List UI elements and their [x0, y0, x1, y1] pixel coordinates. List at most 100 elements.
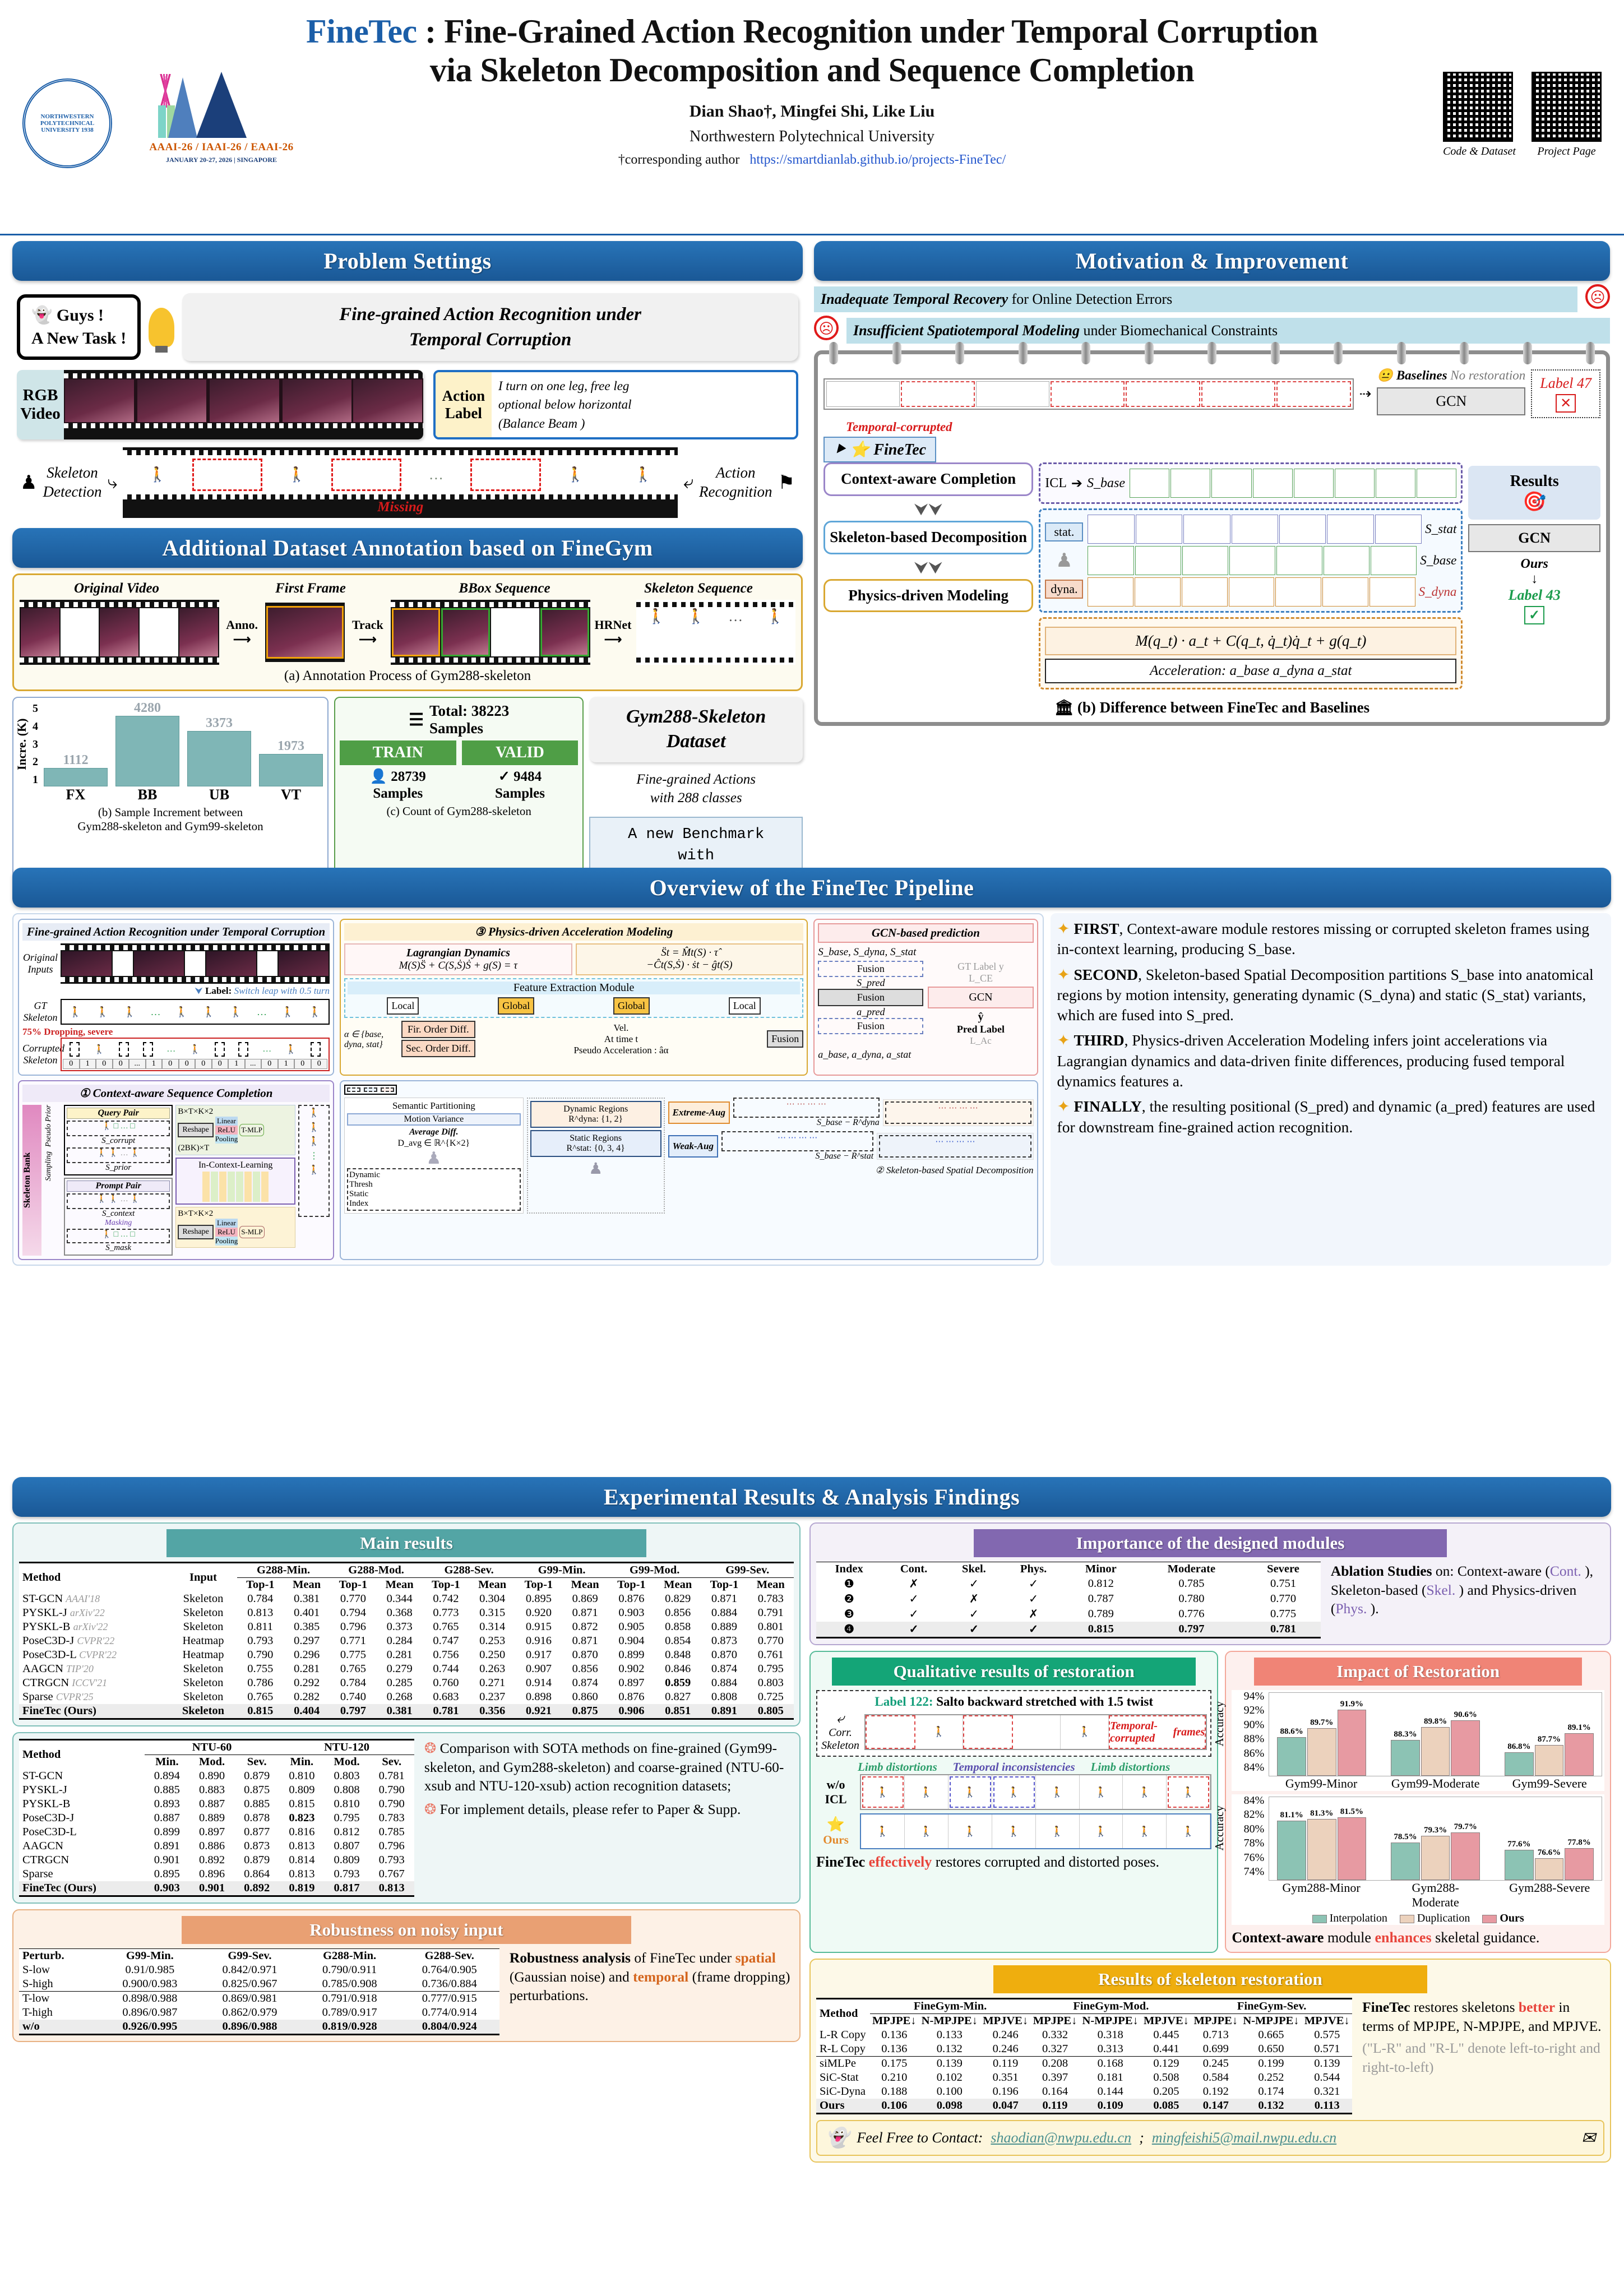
cell-value: 0.901 — [154, 1854, 180, 1866]
contact-email-1[interactable]: shaodian@nwpu.edu.cn — [991, 2130, 1132, 2146]
cell-value: 0.790 — [247, 1649, 274, 1661]
cell-value: 0.085 — [1141, 2099, 1192, 2114]
cell-value: 0.920 — [525, 1607, 552, 1619]
cell-value: 0.889 — [198, 1812, 225, 1824]
s-dyna-label: S_dyna — [1418, 585, 1457, 599]
cell-value: 0.210 — [881, 2071, 908, 2084]
pipeline-banner: Overview of the FineTec Pipeline — [12, 868, 1611, 908]
impact-caption-mid: module — [1324, 1929, 1375, 1946]
cell-value: 0.902 — [618, 1663, 645, 1675]
cell-value: 0.871 — [572, 1635, 598, 1647]
bar-value-label: 79.7% — [1454, 1822, 1477, 1831]
target-icon: 🎯 — [1523, 492, 1547, 512]
finetec-diagram-row: Context-aware Completion ⮟⮟ Skeleton-bas… — [823, 462, 1600, 694]
masking-label: Masking — [105, 1219, 132, 1227]
cell-value: 0.809 — [334, 1854, 360, 1866]
cell-value: 0.119 — [1030, 2099, 1080, 2114]
cell-input: Skeleton — [183, 1593, 224, 1605]
envelope-icon: ✉ — [1581, 2128, 1595, 2147]
cell-value: 0.136 — [881, 2029, 908, 2041]
restoration-table: Method FineGym-Min. FineGym-Mod. FineGym… — [816, 1998, 1353, 2114]
cell-value: 0.196 — [992, 2085, 1019, 2098]
vel-label: Vel. — [613, 1022, 629, 1033]
pipeline-input-panel: Fine-grained Action Recognition under Te… — [18, 919, 335, 1076]
arrow-curve-up-icon: ⤶ — [683, 472, 694, 493]
cell-value: 0.860 — [572, 1691, 598, 1703]
ytick: 84% — [1243, 1761, 1265, 1774]
stage1-title: ① Context-aware Sequence Completion — [22, 1085, 330, 1102]
qr-caption: Code & Dataset — [1443, 145, 1516, 158]
limb-distortions-left: Limb distortions — [858, 1760, 937, 1774]
project-url-link[interactable]: https://smartdianlab.github.io/projects-… — [749, 152, 1006, 167]
bar: 79.3% — [1421, 1826, 1450, 1880]
bar-value-label: 77.6% — [1507, 1840, 1531, 1849]
star-icon: ✦ — [1057, 965, 1070, 983]
cell-cont: ✗ — [909, 1578, 919, 1590]
cell-severe: 0.770 — [1270, 1593, 1297, 1605]
s-inputs-label: S_base, S_dyna, S_stat — [818, 946, 917, 958]
cell-value: 0.199 — [1258, 2057, 1284, 2070]
bar-group: 77.6%76.6%77.8% — [1505, 1797, 1594, 1880]
restoration-notes: FineTec restores skeletons better in ter… — [1360, 1998, 1604, 2114]
davg-label: D_avg ∈ ℝ^{K×2} — [397, 1138, 470, 1148]
bar: 90.6% — [1451, 1710, 1480, 1776]
index-label: Index — [349, 1199, 369, 1208]
th-ntu-sub: Min. — [155, 1756, 179, 1768]
th-abl: Skel. — [962, 1563, 986, 1575]
bench-2: with — [678, 847, 715, 864]
cell-value: 0.813 — [289, 1840, 315, 1852]
bar-value-label: 89.7% — [1310, 1718, 1334, 1727]
icl-area: ICL ➔ S_base — [1039, 462, 1463, 504]
th-abl: Cont. — [900, 1563, 928, 1575]
cell-value: 0.862/0.979 — [222, 2006, 277, 2019]
pipeline-bottom-row: ① Context-aware Sequence Completion Skel… — [18, 1080, 1038, 1260]
bar: 89.8% — [1421, 1717, 1450, 1776]
qr-code-project[interactable]: Project Page — [1532, 72, 1602, 158]
ytick-3: 4 — [33, 720, 38, 733]
cell-value: 0.914 — [525, 1677, 552, 1689]
ytick: 74% — [1243, 1865, 1265, 1878]
cell-value: 0.252 — [1258, 2071, 1284, 2084]
cell-value: 0.900/0.983 — [122, 1978, 178, 1990]
mask-bit: 0 — [112, 1059, 129, 1069]
decomposition-area: stat. ♟ dyna. S_stat — [1039, 508, 1463, 613]
chart-legend: Interpolation Duplication Ours — [1234, 1912, 1602, 1925]
speech-line-2: A New Task ! — [31, 328, 127, 348]
cell-value: 0.584 — [1202, 2071, 1229, 2084]
cell-value: 0.842/0.971 — [222, 1964, 277, 1976]
static-label: Static — [349, 1189, 369, 1198]
rstat-label: R^stat: {0, 3, 4} — [566, 1144, 625, 1153]
annotation-headers: Original Video First Frame BBox Sequence… — [20, 581, 795, 596]
results-badge: Results 🎯 — [1468, 466, 1600, 520]
cell-input: Skeleton — [183, 1607, 224, 1619]
ours-label: Ours — [1520, 557, 1548, 571]
cell-value: 0.898/0.988 — [122, 1992, 178, 2005]
cell-method: PoseC3D-J — [22, 1812, 75, 1824]
task-line-1: Fine-grained Action Recognition under — [339, 304, 641, 325]
s-stat-chip — [381, 1087, 395, 1092]
contact-email-2[interactable]: mingfeishi5@mail.nwpu.edu.cn — [1151, 2130, 1337, 2146]
qr-code-dataset[interactable]: Code & Dataset — [1443, 72, 1516, 158]
qr-code-icon[interactable] — [1532, 72, 1602, 142]
cell-value: 0.786 — [247, 1677, 274, 1689]
cell-moderate: 0.780 — [1178, 1593, 1205, 1605]
qr-code-icon[interactable] — [1443, 72, 1513, 142]
th-sub: Top-1 — [524, 1578, 553, 1591]
cell-value: 0.814 — [289, 1854, 315, 1866]
impact-title: Impact of Restoration — [1254, 1658, 1583, 1686]
bar: 86.8% — [1505, 1742, 1534, 1776]
cell-value: 0.268 — [386, 1691, 413, 1703]
qual-impact-row: Qualitative results of restoration Label… — [809, 1651, 1611, 1953]
cell-value: 0.314 — [479, 1621, 506, 1633]
title-prefix: FineTec — [306, 13, 417, 50]
cell-method: PoseC3D-J CVPR'22 — [22, 1635, 115, 1647]
cell-value: 0.917 — [525, 1649, 552, 1661]
lagrangian-box: Lagrangian Dynamics M(S)S̈ + C(S,Ṡ)Ṡ + g… — [344, 943, 572, 975]
cell-severe: 0.781 — [1246, 1622, 1321, 1638]
chart-caption-1: (b) Sample Increment between — [98, 806, 243, 820]
